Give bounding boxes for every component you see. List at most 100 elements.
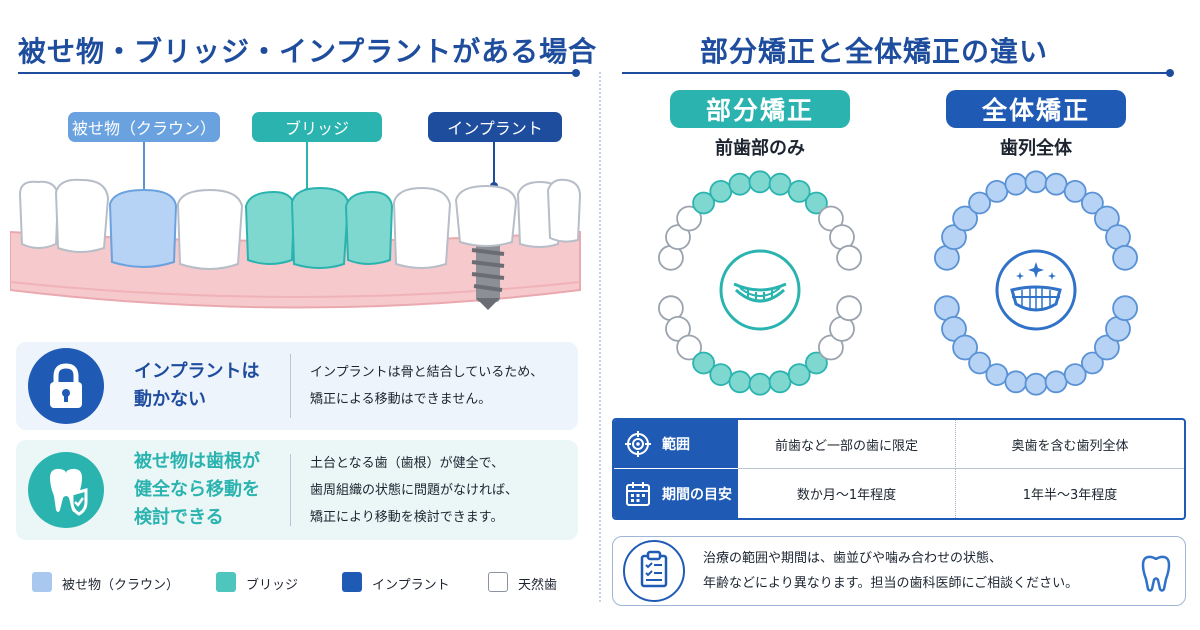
tooth <box>1044 370 1068 394</box>
tooth <box>692 191 715 215</box>
crown-card-heading: 被せ物は歯根が 健全なら移動を 検討できる <box>134 451 260 528</box>
partial-arch-diagram <box>657 170 863 396</box>
natural-tooth <box>392 186 452 269</box>
table-cell-partial-range: 前歯など一部の歯に限定 <box>738 420 956 469</box>
consultation-note-text: 治療の範囲や期間は、歯並びや噛み合わせの状態、 年齢などにより異なります。担当の… <box>703 551 1079 591</box>
tooth <box>952 205 978 232</box>
dental-illustration <box>10 142 582 310</box>
partial-pill: 部分矯正 <box>670 90 850 128</box>
tooth <box>1093 205 1120 232</box>
tooth <box>665 315 691 342</box>
target-icon <box>625 431 651 457</box>
tooth <box>1044 172 1068 196</box>
right-title-rule <box>622 72 1170 74</box>
tooth <box>676 205 702 232</box>
tooth <box>985 180 1009 203</box>
table-row-label: 期間の目安 <box>662 486 732 503</box>
tooth-shield-icon <box>28 452 104 528</box>
tooth <box>804 191 828 215</box>
comparison-table: 範囲 前歯など一部の歯に限定 奥歯を含む歯列全体 期間の目安 数か月〜1年程度 … <box>612 418 1186 520</box>
sparkle-smile-icon <box>994 248 1078 332</box>
callout-crown: 被せ物（クラウン） <box>68 112 220 142</box>
implant-card-heading: インプラントは 動かない <box>134 361 260 410</box>
tooth <box>1063 363 1087 387</box>
full-arch-diagram <box>933 170 1139 396</box>
natural-tooth <box>176 188 244 270</box>
clipboard-icon <box>623 540 685 602</box>
tooth <box>804 351 828 375</box>
full-subtitle: 歯列全体 <box>1000 138 1072 159</box>
tooth <box>985 363 1009 387</box>
legend-label-natural: 天然歯 <box>518 578 558 593</box>
tooth <box>665 224 691 250</box>
implant-crown <box>454 184 518 247</box>
tooth <box>1080 191 1104 215</box>
tooth <box>676 334 702 361</box>
table-row-label: 範囲 <box>662 437 690 453</box>
tooth <box>709 180 733 203</box>
tooth <box>748 372 772 396</box>
callout-bridge: ブリッジ <box>252 112 382 142</box>
left-title-rule <box>18 72 576 74</box>
tooth <box>692 351 715 375</box>
tooth <box>1004 172 1028 196</box>
tooth <box>1093 334 1120 361</box>
right-title: 部分矯正と全体矯正の違い <box>700 35 1049 68</box>
tooth <box>968 351 991 375</box>
tooth-outline-icon <box>1139 553 1173 597</box>
legend: 被せ物（クラウン） ブリッジ インプラント 天然歯 <box>32 570 592 594</box>
tooth <box>1024 170 1048 194</box>
natural-tooth <box>18 180 60 249</box>
implant-screw <box>471 240 505 310</box>
legend-swatch-crown <box>32 572 52 592</box>
natural-tooth <box>54 178 110 253</box>
tooth <box>787 180 811 203</box>
tooth <box>768 172 792 196</box>
right-title-rule-dot <box>1166 69 1174 77</box>
table-row-header-range: 範囲 <box>614 420 738 469</box>
tooth <box>968 191 991 215</box>
calendar-icon <box>626 481 650 506</box>
left-title-rule-dot <box>572 69 580 77</box>
tooth <box>768 370 792 394</box>
tooth <box>787 363 811 387</box>
tooth <box>1004 370 1028 394</box>
legend-label-implant: インプラント <box>372 578 450 593</box>
legend-swatch-implant <box>342 572 362 592</box>
legend-label-crown: 被せ物（クラウン） <box>62 578 180 593</box>
full-pill: 全体矯正 <box>946 90 1126 128</box>
tooth <box>836 295 863 322</box>
callout-implant: インプラント <box>428 112 562 142</box>
table-cell-full-period: 1年半〜3年程度 <box>1022 488 1118 503</box>
aligner-smile-icon <box>718 248 802 332</box>
tooth <box>952 334 978 361</box>
legend-swatch-bridge <box>216 572 236 592</box>
left-title: 被せ物・ブリッジ・インプラントがある場合 <box>18 35 598 68</box>
implant-card: インプラントは 動かない インプラントは骨と結合しているため、 矯正による移動は… <box>16 342 578 430</box>
partial-subtitle: 前歯部のみ <box>715 138 805 159</box>
table-cell-partial-period: 数か月〜1年程度 <box>738 469 956 518</box>
tooth <box>1024 372 1048 396</box>
tooth <box>1112 295 1139 322</box>
tooth <box>817 205 844 232</box>
natural-tooth <box>546 178 582 243</box>
crown-tooth <box>108 188 178 268</box>
tooth <box>728 370 752 394</box>
tooth <box>941 224 967 250</box>
tooth <box>1080 351 1104 375</box>
tooth <box>1063 180 1087 203</box>
consultation-note: 治療の範囲や期間は、歯並びや噛み合わせの状態、 年齢などにより異なります。担当の… <box>612 536 1186 606</box>
tooth <box>941 315 967 342</box>
legend-label-bridge: ブリッジ <box>246 578 299 593</box>
implant-card-body: インプラントは骨と結合しているため、 矯正による移動はできません。 <box>310 365 544 407</box>
crown-card: 被せ物は歯根が 健全なら移動を 検討できる 土台となる歯（歯根）が健全で、 歯周… <box>16 440 578 540</box>
crown-card-body: 土台となる歯（歯根）が健全で、 歯周組織の状態に問題がなければ、 矯正により移動… <box>310 456 519 525</box>
implant-card-divider <box>290 354 291 418</box>
tooth <box>817 334 844 361</box>
tooth <box>709 363 733 387</box>
bridge-teeth <box>244 186 394 269</box>
crown-card-divider <box>290 454 291 526</box>
tooth <box>748 170 772 194</box>
panel-divider <box>599 72 601 602</box>
table-row-header-period: 期間の目安 <box>614 469 738 518</box>
